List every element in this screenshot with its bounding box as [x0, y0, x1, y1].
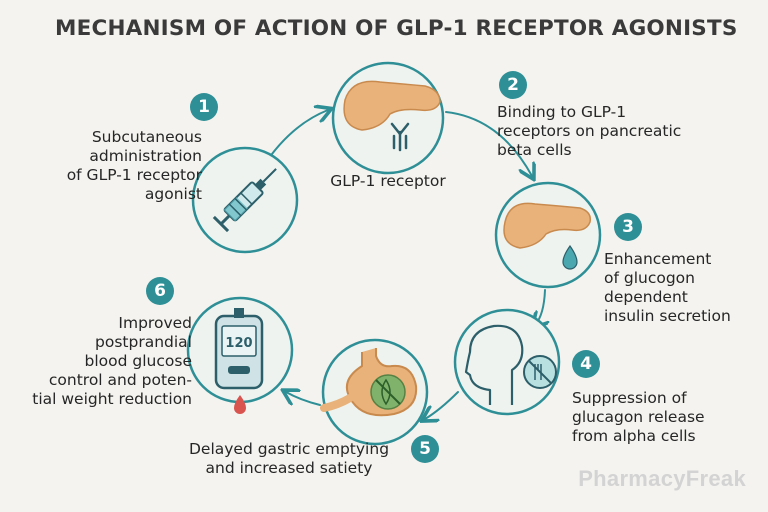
receptor-label: GLP-1 receptor — [330, 172, 446, 190]
step-2-circle — [331, 61, 445, 175]
step-3-label: Enhancement of glucogon dependent insuli… — [604, 250, 731, 325]
step-1-label: Subcutaneous administration of GLP-1 rec… — [66, 128, 202, 203]
step-4-circle — [453, 308, 561, 416]
glucose-reading: 120 — [225, 336, 252, 351]
blood-drop-icon — [234, 395, 246, 414]
step-1-circle — [191, 146, 299, 254]
step-6-circle: 120 — [186, 296, 294, 414]
page-title: MECHANISM OF ACTION OF GLP-1 RECEPTOR AG… — [55, 16, 738, 41]
step-5-label: Delayed gastric emptying and increased s… — [188, 440, 390, 477]
step-3-circle — [494, 181, 602, 289]
step-6-label: Improved postprandial blood glucose cont… — [32, 314, 192, 408]
glucose-meter-icon — [214, 308, 264, 390]
step-5-badge: 5 — [411, 435, 439, 463]
step-4-badge: 4 — [572, 350, 600, 378]
arrow-4-to-5 — [425, 391, 459, 419]
receptor-icon — [390, 122, 410, 152]
head-no-food-icon — [464, 324, 524, 405]
step-1-badge: 1 — [190, 93, 218, 121]
arrow-5-to-6 — [286, 392, 321, 406]
syringe-icon — [212, 168, 277, 233]
arrow-2-to-3 — [445, 111, 532, 176]
pancreas-icon — [343, 80, 441, 131]
insulin-drop-icon — [562, 244, 578, 270]
step-4-label: Suppression of glucagon release from alp… — [572, 389, 705, 445]
step-5-circle — [320, 338, 429, 446]
step-6-badge: 6 — [146, 277, 174, 305]
step-2-badge: 2 — [499, 71, 527, 99]
pancreas-insulin-icon — [503, 202, 592, 249]
step-3-badge: 3 — [614, 213, 642, 241]
watermark-logo: PharmacyFreak — [578, 466, 746, 491]
step-2-label: Binding to GLP-1 receptors on pancreatic… — [497, 103, 682, 159]
